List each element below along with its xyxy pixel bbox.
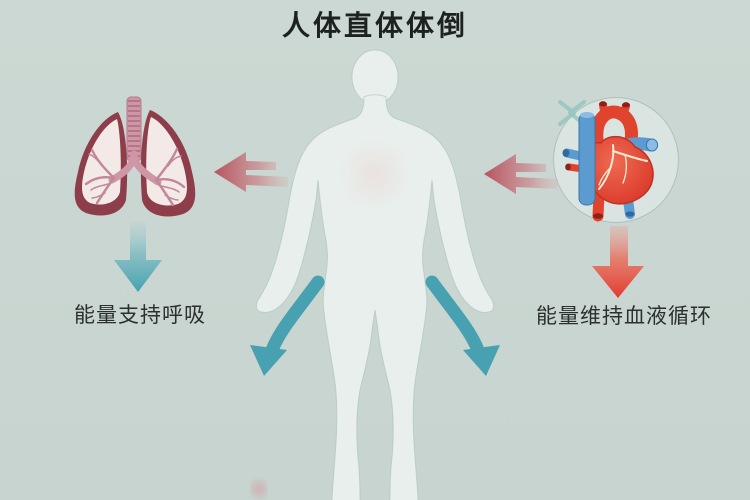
curved-down-right-arrow-icon <box>425 275 500 376</box>
heart-icon <box>562 101 659 222</box>
lungs-caption: 能量支持呼吸 <box>74 303 206 327</box>
lungs-output-down-arrow-icon <box>114 222 162 292</box>
chest-glow <box>338 138 412 212</box>
curved-down-left-arrow-icon <box>250 275 325 376</box>
heart-output-down-arrow-icon <box>592 226 644 298</box>
body-curved-arrows <box>250 275 500 376</box>
energy-inflow-left-arrow-icon <box>214 152 288 192</box>
pink-smudge-artifact <box>250 474 268 500</box>
energy-inflow-right-arrow-icon <box>484 154 558 194</box>
page-title: 人体直体体倒 <box>281 9 468 42</box>
lungs-icon <box>74 96 196 217</box>
heart-caption: 能量维持血液循环 <box>536 304 712 328</box>
